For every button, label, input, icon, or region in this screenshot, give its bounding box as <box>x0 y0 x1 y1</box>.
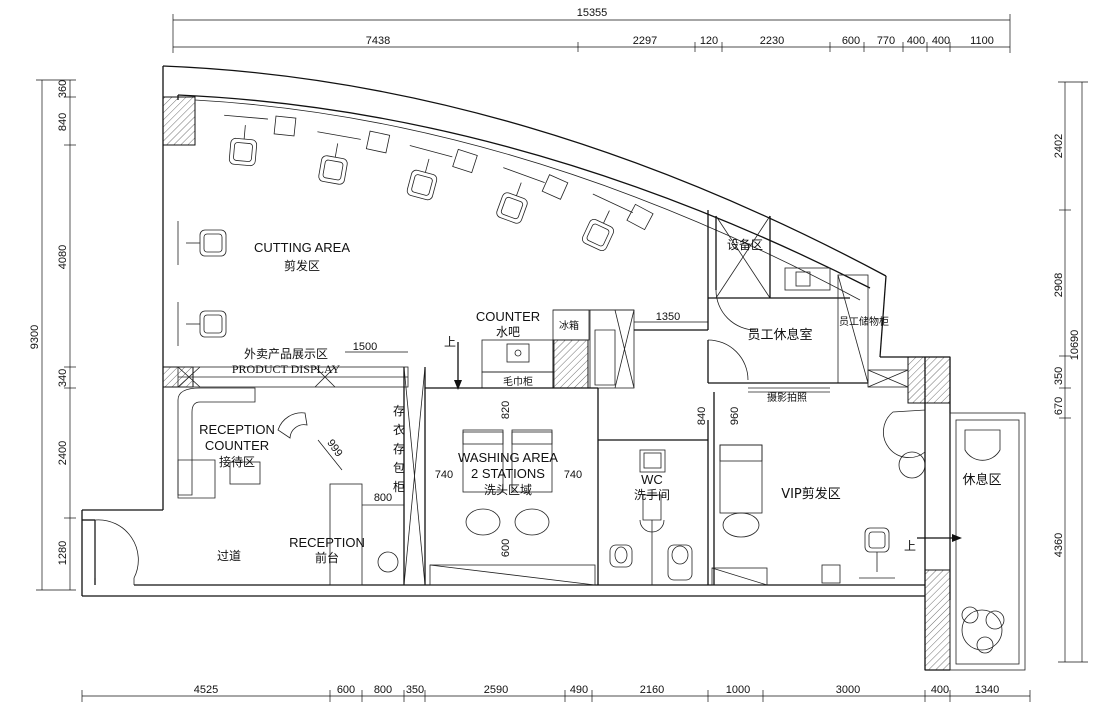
dim-bottom-1: 4525 <box>194 684 218 696</box>
dim-top-3: 120 <box>700 35 718 47</box>
label-staff-locker: 员工储物柜 <box>839 315 889 328</box>
dim-right-4: 350 <box>1053 367 1065 385</box>
label-product-display-cn: 外卖产品展示区 <box>244 347 328 361</box>
label-fridge: 冰箱 <box>559 319 579 332</box>
dim-bottom-5: 2590 <box>484 684 508 696</box>
label-cutting-area-cn: 剪发区 <box>284 258 320 273</box>
label-washing-stations: 2 STATIONS <box>471 466 545 481</box>
dim-1350: 1350 <box>656 311 680 323</box>
label-wc-cn: 洗手间 <box>634 488 670 502</box>
dimension-left: 9300 360 840 4080 340 2400 1280 <box>29 79 76 591</box>
dim-left-4: 340 <box>57 369 69 387</box>
dim-left-2: 840 <box>57 113 69 131</box>
dimension-bottom: 4525 600 800 350 2590 490 2160 1000 3000… <box>81 684 1031 702</box>
window-segments <box>194 99 861 301</box>
dim-top-7: 400 <box>907 35 925 47</box>
label-reception-cn: 前台 <box>315 550 339 565</box>
dim-left-total: 9300 <box>29 325 41 349</box>
label-counter: COUNTER <box>476 309 540 324</box>
label-rest: 休息区 <box>962 472 1001 488</box>
label-locker-1: 存 <box>393 404 405 418</box>
dim-top-5: 600 <box>842 35 860 47</box>
dim-right-total: 10690 <box>1069 330 1081 361</box>
dim-820: 820 <box>500 401 512 419</box>
dim-left-6: 1280 <box>57 541 69 565</box>
dim-bottom-11: 1340 <box>975 684 999 696</box>
dim-top-9: 1100 <box>970 35 994 47</box>
dim-bottom-10: 400 <box>931 684 949 696</box>
dimension-right: 10690 2402 2908 670 350 4360 <box>1053 81 1088 663</box>
dim-1500: 1500 <box>353 341 377 353</box>
label-reception-counter-cn: 接待区 <box>219 454 255 469</box>
room-labels: CUTTING AREA 剪发区 COUNTER 水吧 冰箱 毛巾柜 外卖产品展… <box>199 238 1001 565</box>
label-up-1: 上 <box>444 335 456 349</box>
dim-left-3: 4080 <box>57 245 69 269</box>
label-towel-cabinet: 毛巾柜 <box>503 375 533 388</box>
label-wc: WC <box>641 472 663 487</box>
dim-left-1: 360 <box>57 80 69 98</box>
label-locker-5: 柜 <box>393 480 405 494</box>
dimension-top: 15355 7438 2297 120 2230 600 770 400 400… <box>172 7 1011 53</box>
label-reception: RECEPTION <box>289 535 365 550</box>
dim-960: 960 <box>729 407 741 425</box>
interior-walls <box>94 210 1026 671</box>
label-photo: 摄影拍照 <box>767 391 807 404</box>
dim-bottom-6: 490 <box>570 684 588 696</box>
label-up-2: 上 <box>904 539 916 553</box>
dim-600: 600 <box>500 539 512 557</box>
label-cutting-area: CUTTING AREA <box>254 240 350 255</box>
dim-bottom-9: 3000 <box>836 684 860 696</box>
dim-total-top: 15355 <box>577 7 608 19</box>
label-corridor: 过道 <box>217 549 241 563</box>
structural-columns <box>162 96 951 671</box>
dim-800: 800 <box>374 492 392 504</box>
dim-right-1: 2402 <box>1053 134 1065 158</box>
dim-right-3: 670 <box>1053 397 1065 415</box>
dim-bottom-8: 1000 <box>726 684 750 696</box>
dim-999: 999 <box>324 437 344 459</box>
dim-bottom-4: 350 <box>406 684 424 696</box>
dim-top-8: 400 <box>932 35 950 47</box>
cutting-chairs <box>177 114 633 346</box>
arrows <box>317 321 962 542</box>
dim-840: 840 <box>696 407 708 425</box>
dim-right-5: 4360 <box>1053 533 1065 557</box>
label-reception-counter-1: RECEPTION <box>199 422 275 437</box>
dim-740-left: 740 <box>435 469 453 481</box>
dim-top-6: 770 <box>877 35 895 47</box>
label-locker-2: 衣 <box>393 422 405 437</box>
label-reception-counter-2: COUNTER <box>205 438 269 453</box>
dim-top-4: 2230 <box>760 35 784 47</box>
dim-740-right: 740 <box>564 469 582 481</box>
label-locker-3: 存 <box>393 442 405 456</box>
label-product-display: PRODUCT DISPLAY <box>232 362 341 376</box>
label-counter-cn: 水吧 <box>496 325 520 339</box>
dim-bottom-2: 600 <box>337 684 355 696</box>
label-washing-cn: 洗头区域 <box>484 483 532 497</box>
dim-top-1: 7438 <box>366 35 390 47</box>
label-equipment: 设备区 <box>727 238 763 252</box>
dim-bottom-3: 800 <box>374 684 392 696</box>
label-washing-area: WASHING AREA <box>458 450 558 465</box>
label-vip: VIP剪发区 <box>781 486 841 502</box>
dim-left-5: 2400 <box>57 441 69 465</box>
label-locker-4: 包 <box>393 461 405 475</box>
dim-bottom-7: 2160 <box>640 684 664 696</box>
dim-top-2: 2297 <box>633 35 657 47</box>
dim-right-2: 2908 <box>1053 273 1065 297</box>
label-staff-rest: 员工休息室 <box>747 327 812 343</box>
interior-dimensions: 1500 1350 820 740 740 600 800 840 960 99… <box>324 311 741 557</box>
